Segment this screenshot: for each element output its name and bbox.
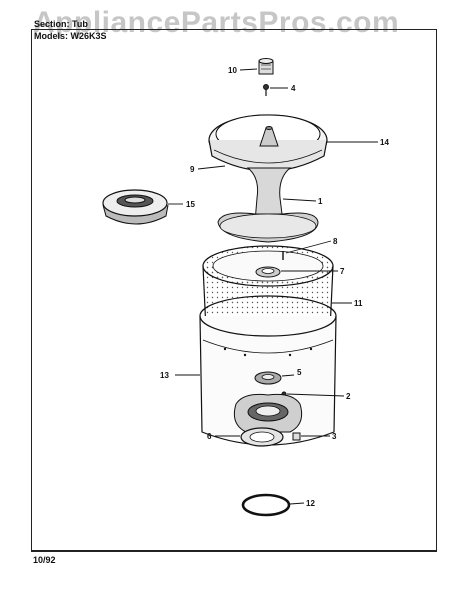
callout-7: 7 xyxy=(340,267,345,276)
callout-8: 8 xyxy=(333,237,338,246)
part-12-o-ring xyxy=(241,493,291,517)
callout-10: 10 xyxy=(228,66,237,75)
part-5-seal xyxy=(254,371,282,385)
models-title: Models: W26K3S xyxy=(34,31,107,41)
tub-bottom-support xyxy=(233,393,303,433)
callout-13: 13 xyxy=(160,371,169,380)
callout-14: 14 xyxy=(380,138,389,147)
footer-divider xyxy=(31,551,437,552)
part-6-gasket xyxy=(240,427,284,447)
section-title: Section: Tub xyxy=(34,19,88,29)
part-10-cap xyxy=(258,58,274,75)
part-1-agitator xyxy=(217,167,319,243)
part-7-hub xyxy=(255,266,281,278)
callout-2: 2 xyxy=(346,392,351,401)
callout-15: 15 xyxy=(186,200,195,209)
footer-date: 10/92 xyxy=(33,555,56,565)
part-14-tub-ring xyxy=(208,114,328,172)
callout-5: 5 xyxy=(297,368,302,377)
watermark-text: AppliancePartsPros.com xyxy=(33,6,400,39)
part-4-screw xyxy=(263,84,269,96)
callout-11: 11 xyxy=(354,299,363,308)
part-15-dispenser xyxy=(102,189,169,225)
leader-lines xyxy=(168,68,378,505)
callout-9: 9 xyxy=(190,165,195,174)
diagram-frame xyxy=(31,29,437,551)
callout-6: 6 xyxy=(207,432,212,441)
callout-12: 12 xyxy=(306,499,315,508)
callout-3: 3 xyxy=(332,432,337,441)
part-3-nut xyxy=(292,432,301,441)
callout-1: 1 xyxy=(318,197,323,206)
callout-4: 4 xyxy=(291,84,296,93)
callout-labels: 10 4 14 9 1 15 8 7 11 13 5 2 6 3 12 xyxy=(160,66,389,508)
